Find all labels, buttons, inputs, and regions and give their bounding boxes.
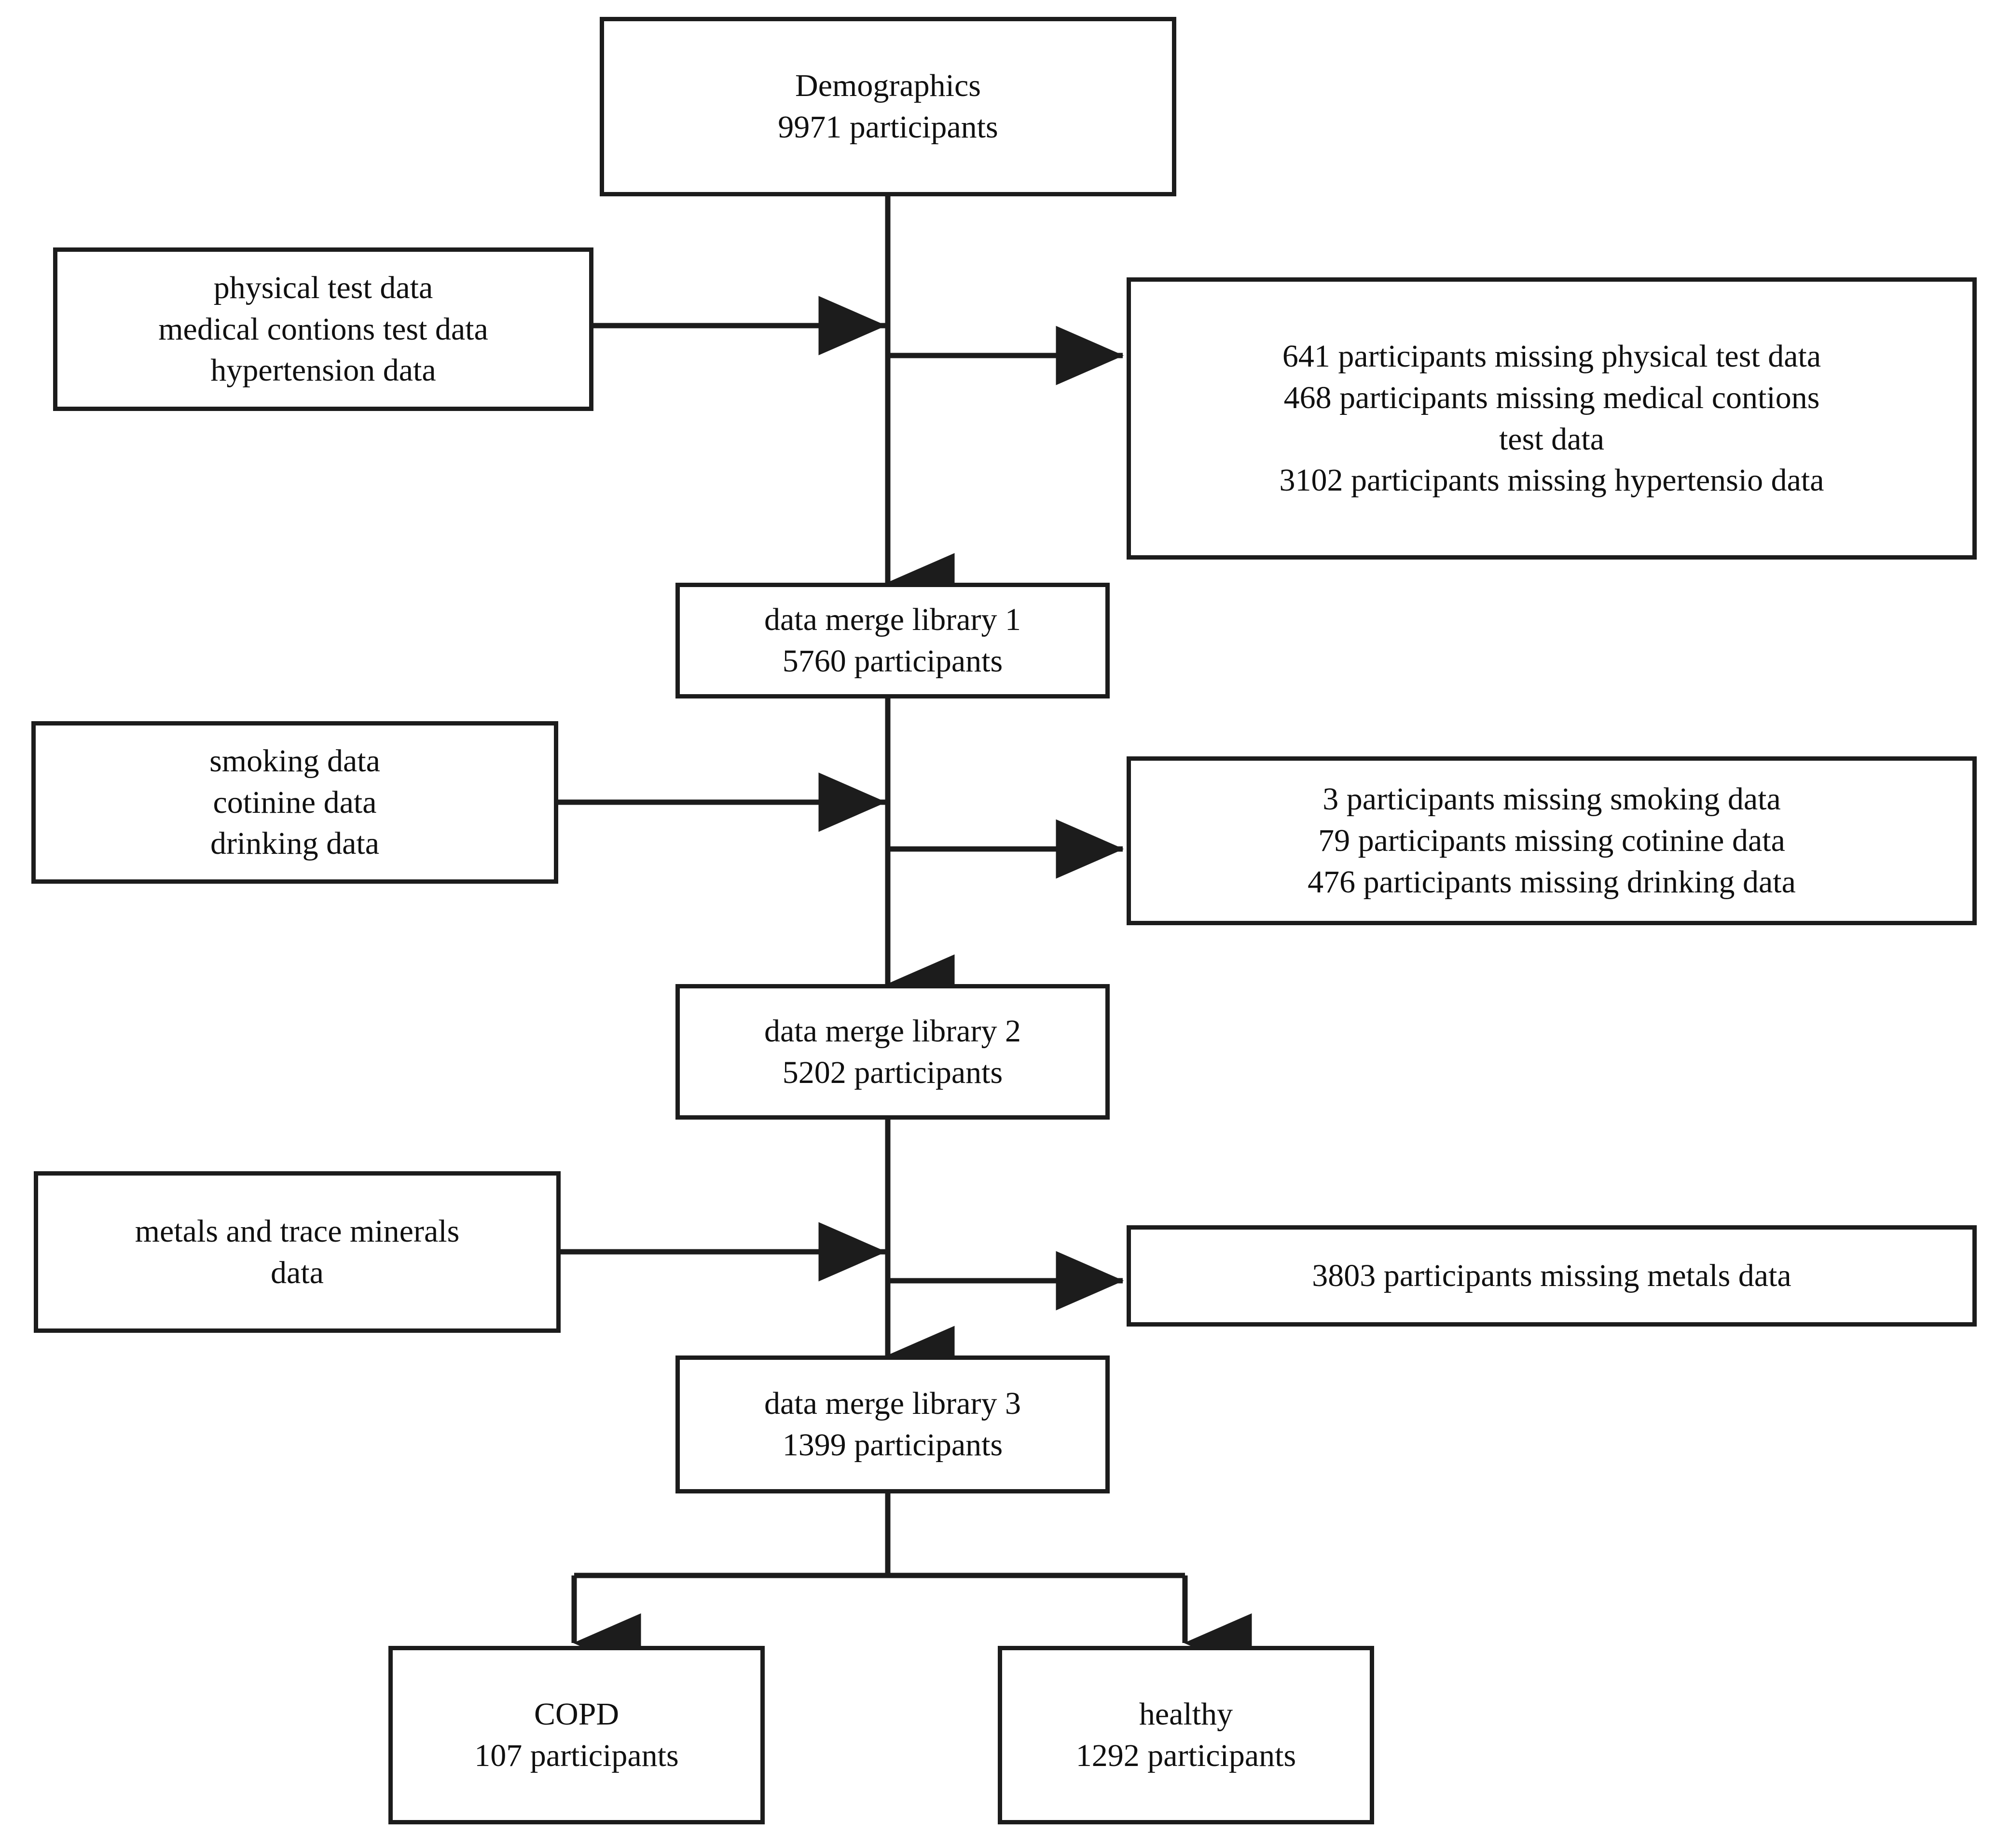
input1-line-2: medical contions test data (158, 311, 488, 347)
exclusion3-line-1: 3803 participants missing metals data (1312, 1258, 1791, 1294)
exclusion2-line-1: 3 participants missing smoking data (1322, 781, 1781, 817)
exclusion1-line-1: 641 participants missing physical test d… (1282, 338, 1821, 374)
exclusion1-line-3: test data (1499, 421, 1605, 457)
healthy-line-1: healthy (1139, 1697, 1233, 1732)
copd-line-1: COPD (534, 1697, 620, 1732)
data-merge-library-1-box[interactable]: data merge library 1 5760 participants (675, 583, 1110, 698)
exclusion1-line-2: 468 participants missing medical contion… (1283, 380, 1820, 415)
merge1-line-1: data merge library 1 (764, 602, 1021, 638)
demographics-line-2: 9971 participants (778, 110, 998, 145)
input-data-box-2[interactable]: smoking data cotinine data drinking data (31, 721, 558, 884)
data-merge-library-2-box[interactable]: data merge library 2 5202 participants (675, 984, 1110, 1120)
copd-outcome-box[interactable]: COPD 107 participants (388, 1646, 765, 1824)
demographics-box[interactable]: Demographics 9971 participants (600, 17, 1176, 196)
demographics-line-1: Demographics (795, 68, 981, 104)
merge3-line-1: data merge library 3 (764, 1386, 1021, 1422)
input-data-box-1[interactable]: physical test data medical contions test… (53, 247, 593, 411)
merge2-line-1: data merge library 2 (764, 1013, 1021, 1049)
healthy-outcome-box[interactable]: healthy 1292 participants (998, 1646, 1374, 1824)
data-merge-library-3-box[interactable]: data merge library 3 1399 participants (675, 1355, 1110, 1493)
exclusion-box-2[interactable]: 3 participants missing smoking data 79 p… (1127, 756, 1977, 925)
exclusion-box-1[interactable]: 641 participants missing physical test d… (1127, 277, 1977, 560)
exclusion2-line-2: 79 participants missing cotinine data (1318, 823, 1785, 859)
exclusion2-line-3: 476 participants missing drinking data (1308, 864, 1796, 900)
exclusion1-line-4: 3102 participants missing hypertensio da… (1279, 463, 1824, 498)
input-data-box-3[interactable]: metals and trace minerals data (34, 1171, 561, 1333)
healthy-line-2: 1292 participants (1075, 1738, 1296, 1773)
input1-line-1: physical test data (213, 270, 433, 305)
input1-line-3: hypertension data (210, 353, 436, 388)
input3-line-1: metals and trace minerals (135, 1213, 460, 1249)
merge2-line-2: 5202 participants (782, 1054, 1003, 1090)
copd-line-2: 107 participants (474, 1738, 679, 1773)
merge3-line-2: 1399 participants (782, 1427, 1003, 1463)
input2-line-2: cotinine data (213, 784, 377, 820)
input2-line-3: drinking data (210, 826, 380, 862)
merge1-line-2: 5760 participants (782, 643, 1003, 679)
input2-line-1: smoking data (209, 743, 380, 779)
input3-line-2: data (271, 1255, 324, 1290)
exclusion-box-3[interactable]: 3803 participants missing metals data (1127, 1225, 1977, 1327)
